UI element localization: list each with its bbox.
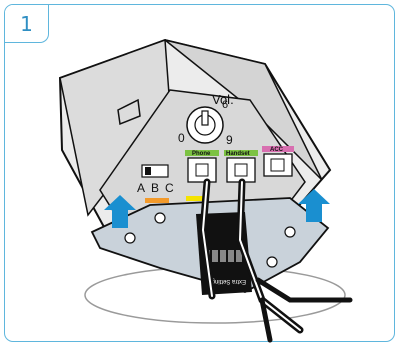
port-phone-label: Phone [192, 151, 211, 157]
switch-label-c: C [165, 181, 174, 195]
dial-mark-mid: 6 [222, 99, 228, 111]
dial-mark-min: 0 [178, 131, 185, 145]
dial-mark-max: 9 [226, 133, 233, 147]
port-phone[interactable]: Phone [185, 150, 219, 182]
switch-label-a: A [137, 181, 145, 195]
port-acc[interactable]: ACC [262, 146, 294, 176]
orange-marker [145, 198, 169, 203]
switch-label-b: B [151, 181, 159, 195]
port-handset-label: Handset [226, 151, 250, 157]
port-handset[interactable]: Handset [224, 150, 258, 182]
port-acc-label: ACC [270, 147, 284, 153]
dip-title: Extra Settings [209, 278, 246, 284]
